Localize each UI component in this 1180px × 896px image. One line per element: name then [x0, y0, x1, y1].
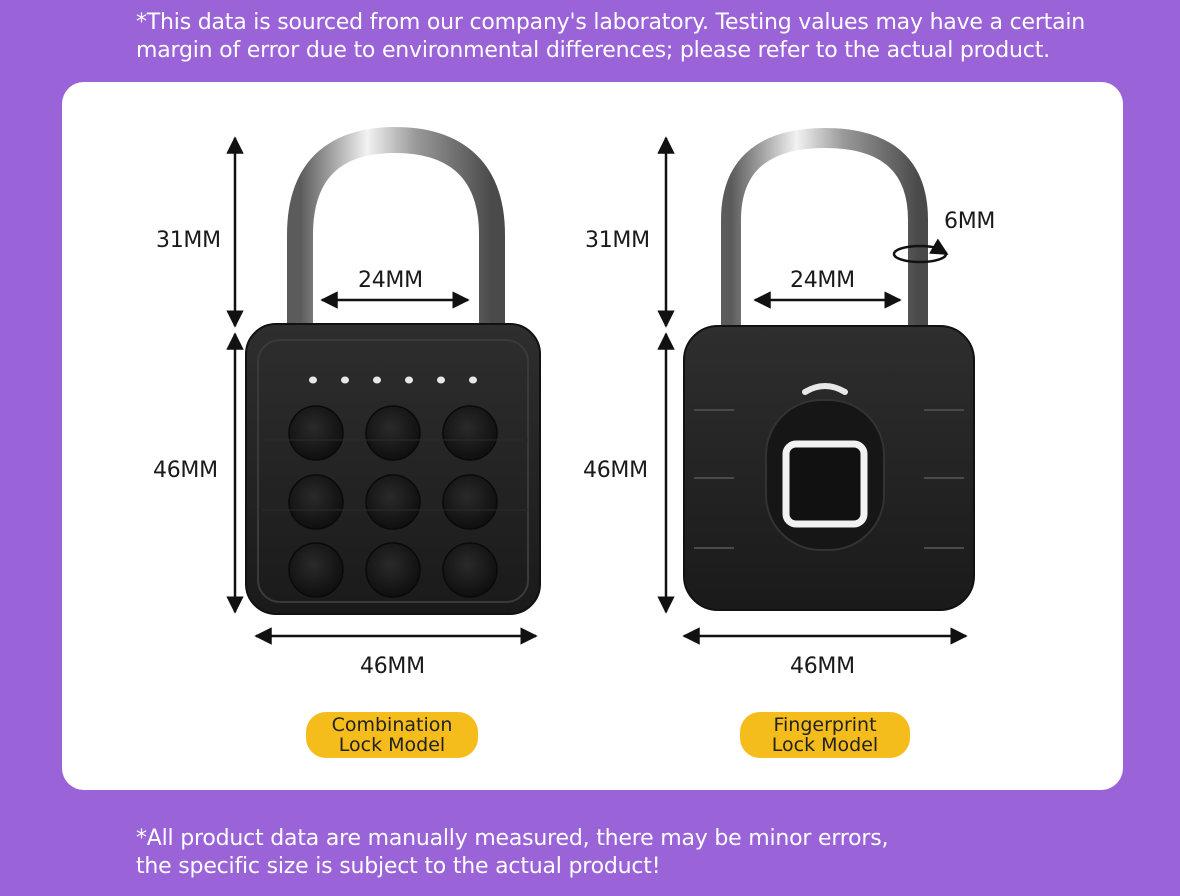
fingerprint-sensor-icon — [782, 440, 868, 528]
fingerprint-shackle — [721, 127, 928, 335]
combination-shackle — [287, 126, 505, 335]
bottom-disclaimer: *All product data are manually measured,… — [136, 826, 889, 879]
fingerprint-shackle-diameter-label: 6MM — [944, 209, 996, 234]
fingerprint-lock-image — [683, 127, 975, 611]
top-disclaimer: *This data is sourced from our company's… — [136, 10, 1086, 63]
combination-shackle-width-label: 24MM — [358, 268, 423, 293]
combination-lock-image — [245, 126, 541, 615]
fingerprint-shackle-width-label: 24MM — [790, 268, 855, 293]
keypad — [288, 405, 498, 598]
fingerprint-model-badge: Fingerprint Lock Model — [740, 712, 910, 758]
combination-body-height-label: 46MM — [153, 458, 218, 483]
fingerprint-body-width-label: 46MM — [790, 654, 855, 679]
combination-shackle-height-label: 31MM — [156, 228, 221, 253]
combination-model-badge: Combination Lock Model — [306, 712, 478, 758]
combination-lock-body — [245, 323, 541, 615]
combination-dimension-lines — [226, 136, 538, 645]
fingerprint-dimension-lines — [657, 136, 968, 645]
fingerprint-body-height-label: 46MM — [583, 458, 648, 483]
led-indicators — [309, 376, 477, 384]
combination-body-width-label: 46MM — [360, 654, 425, 679]
fingerprint-shackle-height-label: 31MM — [585, 228, 650, 253]
